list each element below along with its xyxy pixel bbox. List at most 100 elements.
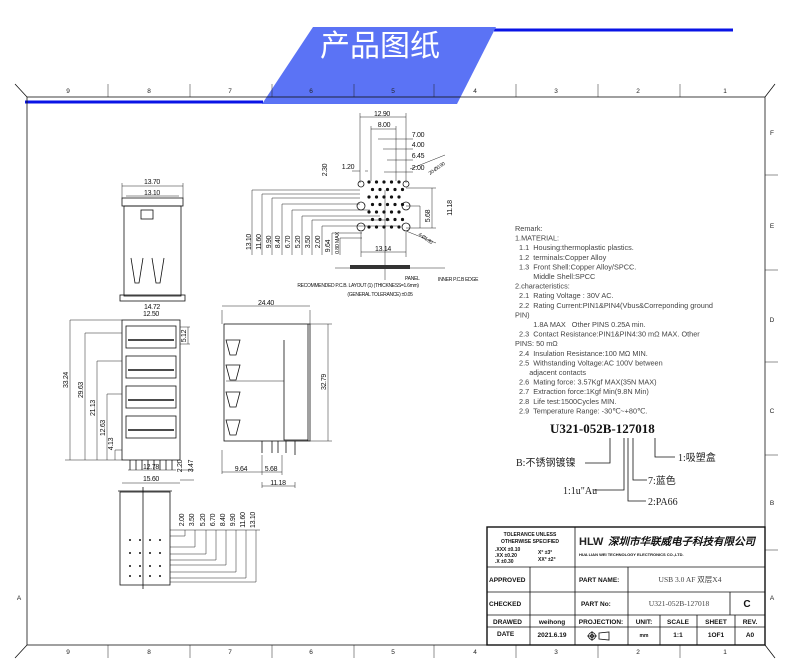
dim-label: 12.63 (100, 420, 107, 436)
callout-finish: B:不锈钢镀镍 (516, 456, 575, 469)
rev-value: A0 (746, 632, 755, 639)
dim-label: 5.20 (295, 235, 302, 248)
rev-label: REV. (743, 619, 758, 626)
pcb-pin-hole (367, 180, 371, 184)
row-label: E (770, 223, 775, 230)
column-label: 9 (66, 649, 70, 656)
pcb-pin-hole (393, 202, 397, 207)
remark-line: 2.7 Extraction force:1Kgf Min(9.8N Min) (515, 387, 649, 396)
pcb-pin-hole (374, 210, 379, 214)
pcb-pin-hole (378, 217, 382, 222)
callout-plating: 1:1u"Au (563, 486, 597, 497)
dim-label: 13.14 (375, 246, 391, 253)
drawing-frame: 9 8 7 6 5 4 3 2 1 9 8 7 6 5 4 3 2 1 F E … (14, 83, 778, 659)
dim-label: 3.50 (189, 513, 196, 526)
projection-symbol-icon (587, 631, 610, 641)
pcb-pin-hole (389, 180, 394, 184)
remark-line: Middle Shell:SPCC (515, 272, 595, 281)
part-name-value: USB 3.0 AF 双层X4 (659, 575, 722, 584)
pcb-pin-hole (397, 180, 401, 184)
dim-label: 5.20 (200, 513, 207, 526)
row-label: B (770, 500, 774, 507)
dim-label: 2.00 (179, 513, 186, 526)
pcb-pin-hole (385, 187, 390, 192)
front-stack-view: 12.50 5.12 33.24 29.63 21.13 12.63 4.13 … (63, 311, 195, 484)
callout-material: 2:PA66 (648, 497, 678, 508)
tolerance-value: .XX ±0.20 (495, 553, 517, 559)
column-label: 5 (391, 88, 395, 95)
dim-label: 5.12 (181, 329, 188, 342)
callout-packing: 1:吸塑盒 (678, 451, 716, 464)
remark-line: 2.6 Mating force: 3.57Kgf MAX(35N MAX) (515, 378, 657, 387)
dim-label: 11.18 (270, 480, 286, 487)
column-label: 1 (723, 649, 727, 656)
dim-label: 14.72 (144, 304, 160, 311)
dim-label: 33.24 (63, 372, 70, 388)
pcb-pin-hole (393, 217, 397, 222)
company-name-english: HUA LIAN WEI TECHNOLOGY ELECTRONICS CO.,… (579, 552, 684, 557)
tolerance-value: .X ±0.30 (495, 559, 514, 565)
pcb-pin-hole (374, 195, 379, 199)
dim-label: 5.68 (425, 209, 432, 222)
column-label: 2 (636, 649, 640, 656)
general-tolerance: (GENERAL TOLERANCE) ±0.05 (347, 292, 413, 298)
pcb-pin-hole (367, 210, 371, 214)
part-code-breakdown: U321-052B-127018 B:不锈钢镀镍 1:1u"Au 2:PA66 … (516, 421, 716, 508)
row-label: C (770, 408, 775, 415)
dim-label: 1.20 (342, 164, 355, 171)
pcb-pin-hole (389, 195, 394, 199)
pcb-pin-hole (389, 210, 394, 214)
dim-label: 4.13 (108, 437, 115, 450)
projection-label: PROJECTION: (579, 619, 623, 626)
dim-label: 6.70 (210, 513, 217, 526)
row-labels: F E D C B A A (17, 130, 775, 602)
remark-line: 2.9 Temperature Range: -30℃~+80℃. (515, 406, 647, 415)
column-labels-top: 9 8 7 6 5 4 3 2 1 (66, 88, 727, 95)
hole-label: 4-Ø1.80 (417, 232, 434, 246)
part-name-label: PART NAME: (579, 577, 619, 584)
callout-color: 7:蓝色 (648, 474, 676, 487)
dim-label: 2.30 (322, 163, 329, 176)
pcb-pin-hole (374, 180, 379, 184)
pcb-pin-hole (385, 202, 390, 207)
dim-label: 13.10 (246, 234, 253, 250)
part-no-label: PART No: (581, 601, 611, 608)
bottom-view: 2.00 3.50 5.20 6.70 8.40 9.90 11.60 13.1… (118, 487, 260, 589)
tolerance-value: .XXX ±0.10 (495, 547, 520, 553)
dim-label: 15.60 (143, 476, 159, 483)
column-labels-bottom: 9 8 7 6 5 4 3 2 1 (66, 649, 727, 656)
side-view: 24.40 32.79 9.64 5.68 11.18 (221, 300, 332, 488)
pcb-pin-hole (370, 187, 375, 192)
dim-label: 8.00 (378, 122, 391, 129)
remark-line: Remark: (515, 224, 543, 233)
remark-line: 2.8 Life test:1500Cycles MIN. (515, 397, 616, 406)
remark-line: 2.4 Insulation Resistance:100 MΩ MIN. (515, 349, 648, 358)
dim-label: 2.00 (315, 235, 322, 248)
dim-label: 12.78 (143, 464, 159, 471)
dim-label: 9.90 (230, 513, 237, 526)
dim-label: 32.79 (321, 374, 328, 390)
column-label: 8 (147, 88, 151, 95)
pcb-pin-hole (378, 187, 382, 192)
dim-label: 8.40 (275, 235, 282, 248)
dim-label: 6.70 (285, 235, 292, 248)
tolerance-value: X° ±3° (538, 550, 552, 556)
tolerance-value: XX° ±2° (538, 557, 556, 563)
column-label: 3 (554, 88, 558, 95)
front-top-view: 13.70 13.10 14.72 (119, 179, 186, 311)
dim-label: 13.10 (250, 512, 257, 528)
column-label: 7 (228, 649, 232, 656)
pcb-pin-hole (370, 202, 375, 207)
remark-line: 1.1 Housing:thermoplastic plastics. (515, 243, 634, 252)
part-no-suffix: C (743, 599, 750, 610)
column-label: 1 (723, 88, 727, 95)
pcb-pin-hole (393, 187, 397, 192)
row-label: F (770, 130, 774, 137)
checked-label: CHECKED (489, 601, 521, 608)
row-label: A (17, 595, 22, 602)
dim-label: 7.00 (412, 132, 425, 139)
dim-label: 11.60 (240, 512, 247, 528)
inner-pcb-edge-label: INNER P.C.B EDGE (438, 277, 479, 283)
date-value: 2021.6.19 (538, 632, 567, 639)
